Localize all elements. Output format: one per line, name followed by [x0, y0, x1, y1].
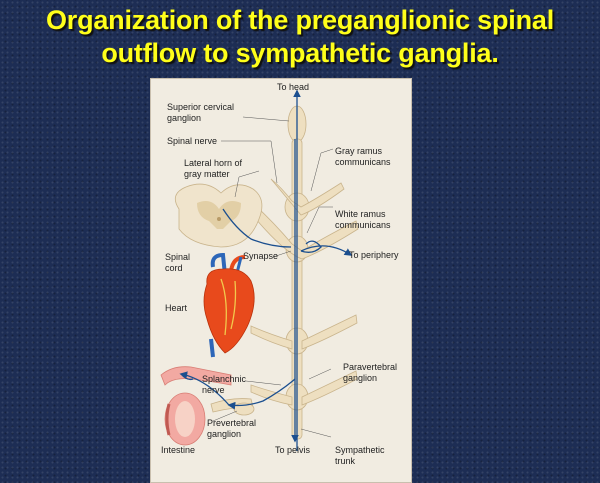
bottom-rami-left [250, 384, 293, 406]
lower-rami-right [301, 314, 358, 350]
intestine-illustration [160, 366, 232, 446]
label-to-head: To head [277, 82, 310, 92]
label-sympathetic-trunk: Sympathetic trunk [335, 445, 385, 466]
spinal-cord [174, 183, 263, 248]
label-to-pelvis: To pelvis [275, 445, 311, 455]
preganglionic-fiber [222, 208, 292, 248]
label-gray-ramus: Gray ramus communicans [335, 146, 391, 167]
label-synapse: Synapse [243, 251, 279, 261]
lower-rami-left [250, 325, 293, 350]
slide-title: Organization of the preganglionic spinal… [45, 5, 555, 68]
label-spinal-nerve: Spinal nerve [167, 136, 218, 146]
label-white-ramus: White ramus communicans [335, 209, 391, 230]
upper-rami [270, 178, 345, 216]
label-paravertebral-ganglion: Paravertebral ganglion [343, 362, 398, 383]
label-lateral-horn: Lateral horn of gray matter [184, 158, 243, 179]
label-heart: Heart [165, 303, 188, 313]
splanchnic-fiber [227, 378, 296, 410]
bottom-rami-right [301, 370, 358, 406]
neuron-pathways [179, 89, 353, 451]
label-intestine: Intestine [161, 445, 196, 455]
label-splanchnic-nerve: Splanchnic nerve [202, 374, 247, 395]
anatomy-figure: To head Superior cervical ganglion Spina… [150, 78, 412, 483]
sympathetic-outflow-diagram [160, 89, 359, 451]
intestine-branch [180, 373, 194, 381]
label-prevertebral-ganglion: Prevertebral ganglion [207, 418, 257, 439]
fiber-to-intestine [179, 371, 230, 406]
label-spinal-cord: Spinal cord [165, 252, 191, 273]
label-to-periphery: To periphery [349, 250, 399, 260]
postganglionic-to-periphery [300, 245, 353, 256]
synapse-loop [300, 240, 322, 253]
heart-illustration [203, 252, 255, 358]
leader-lines [212, 116, 334, 438]
label-superior-cervical-ganglion: Superior cervical ganglion [167, 102, 235, 123]
